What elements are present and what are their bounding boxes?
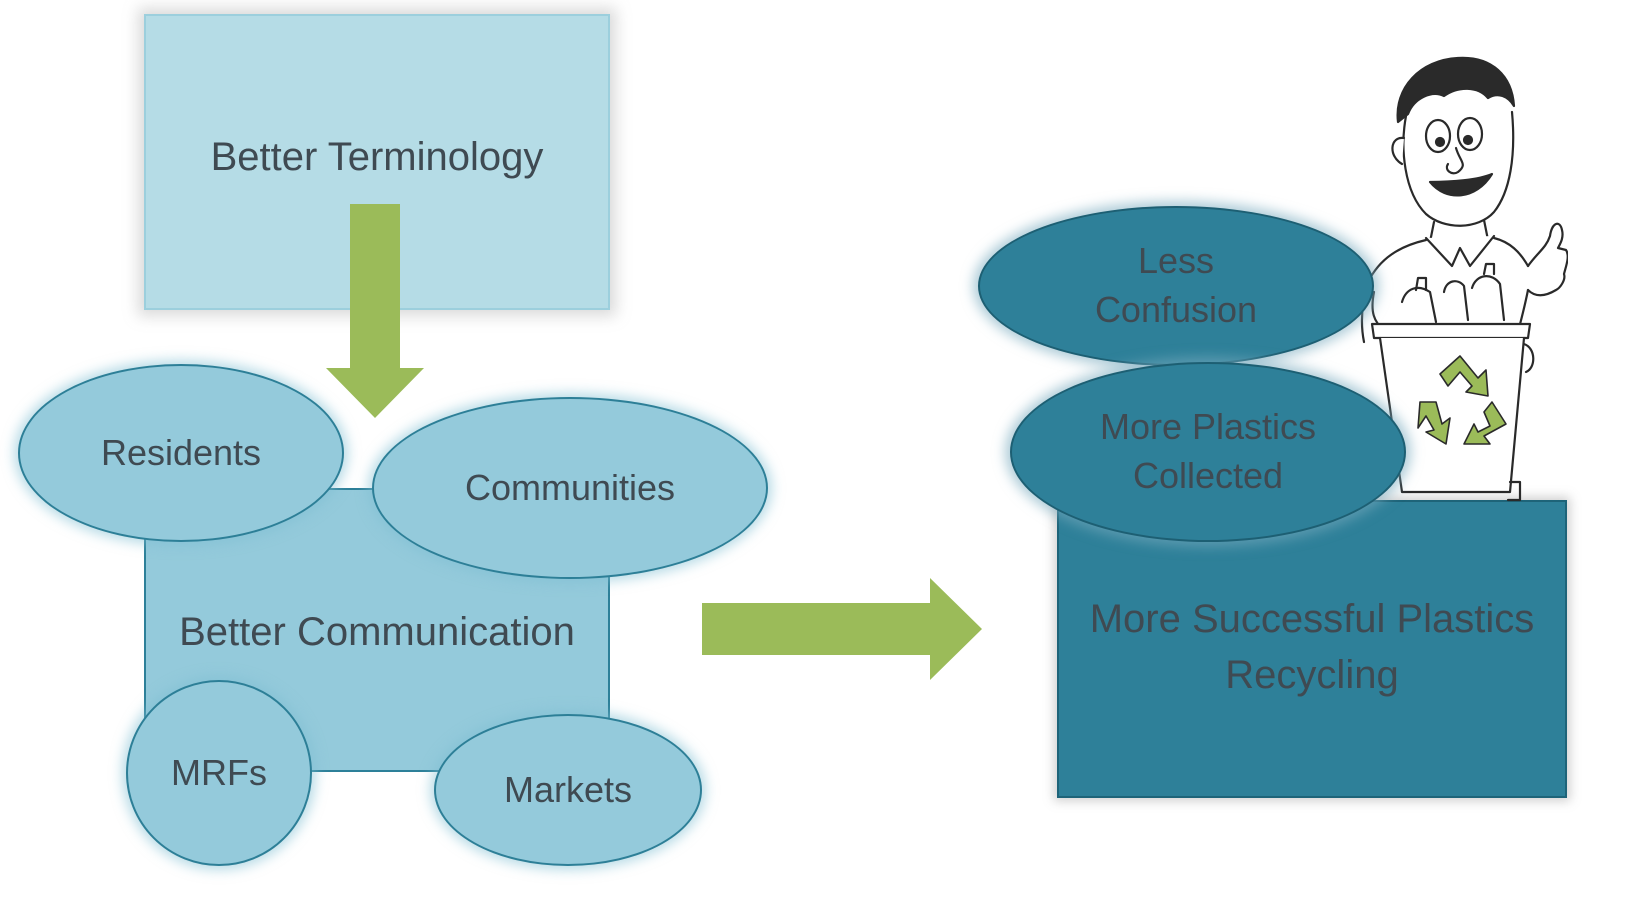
mrfs-label: MRFs [171, 751, 267, 793]
outcome-box: More Successful Plastics Recycling [1057, 500, 1567, 798]
more-plastics-collected-ellipse: More Plastics Collected [1010, 362, 1406, 542]
communities-ellipse: Communities [372, 397, 768, 579]
communities-label: Communities [464, 466, 676, 508]
better-terminology-label: Better Terminology [210, 135, 544, 179]
residents-label: Residents [100, 431, 262, 473]
recycling-man-icon [1360, 56, 1568, 502]
markets-label: Markets [503, 768, 633, 810]
more-plastics-collected-label: More Plastics Collected [1099, 406, 1317, 496]
outcome-label: More Successful Plastics Recycling [1089, 597, 1535, 697]
markets-ellipse: Markets [434, 714, 702, 866]
residents-ellipse: Residents [18, 364, 344, 542]
less-confusion-label: Less Confusion [1094, 240, 1258, 330]
mrfs-ellipse: MRFs [126, 680, 312, 866]
better-communication-label: Better Communication [179, 610, 575, 654]
down-arrow [326, 204, 424, 418]
right-arrow [702, 578, 982, 680]
less-confusion-ellipse: Less Confusion [978, 206, 1374, 366]
